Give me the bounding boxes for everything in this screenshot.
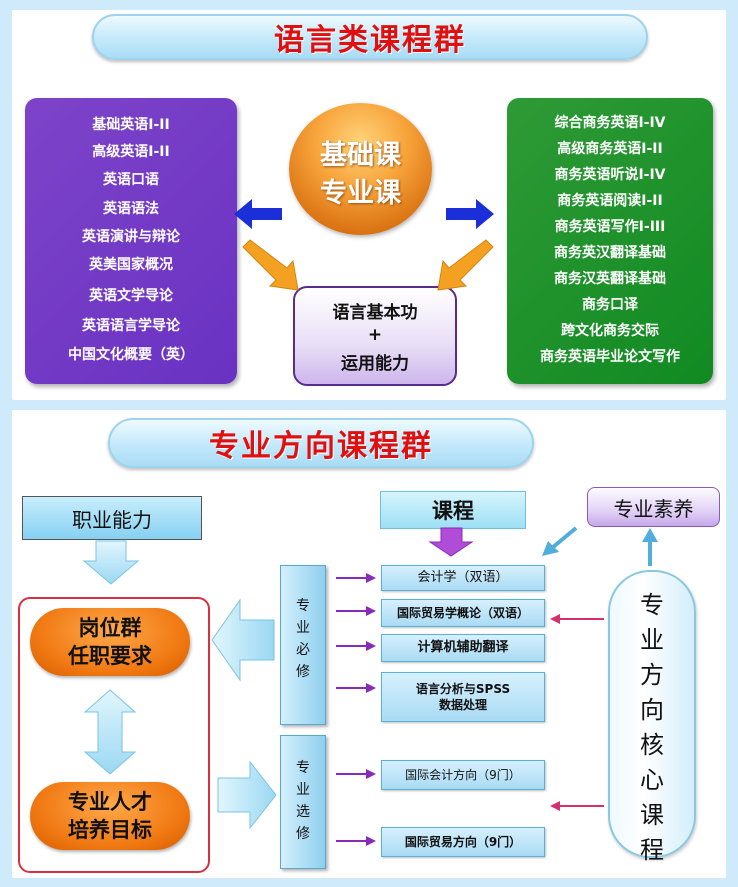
language-course-title: 语言类课程群	[92, 14, 648, 60]
right-big-arrow	[217, 760, 277, 830]
blue-arrow-left	[234, 199, 282, 229]
orange-arrow-left	[242, 239, 299, 291]
left-big-arrow	[211, 598, 275, 682]
talent-line2: 培养目标	[68, 818, 152, 842]
right-course-item: 商务口译	[582, 297, 638, 313]
core-char: 专	[640, 591, 664, 619]
left-course-item: 英语文学导论	[89, 288, 173, 304]
core-char: 课	[640, 801, 664, 829]
right-course-item: 商务汉英翻译基础	[554, 271, 666, 287]
language-course-title-text: 语言类课程群	[274, 23, 466, 58]
course-trade: 国际贸易学概论（双语）	[381, 599, 545, 627]
left-course-item: 英语语法	[103, 201, 159, 217]
talent-goal-oval: 专业人才 培养目标	[30, 782, 190, 850]
job-requirement-oval: 岗位群 任职要求	[30, 608, 190, 676]
orb-line1: 基础课	[320, 140, 401, 171]
core-char: 程	[640, 836, 664, 864]
center-plus: +	[367, 325, 383, 345]
career-ability-box: 职业能力	[22, 496, 202, 540]
course-label-text: 课程	[432, 499, 474, 523]
blue-arrow-right	[446, 199, 494, 229]
career-ability-text: 职业能力	[72, 507, 152, 532]
required-courses-bar: 专 业 必 修	[280, 565, 326, 725]
course-label-box: 课程	[380, 491, 526, 529]
core-char: 心	[640, 766, 664, 794]
right-course-item: 商务英汉翻译基础	[554, 245, 666, 261]
left-course-item: 基础英语I-II	[92, 117, 170, 133]
job-req-line1: 岗位群	[78, 616, 142, 640]
professional-course-title: 专业方向课程群	[108, 418, 534, 468]
elective-char: 选	[296, 804, 310, 820]
left-course-item: 高级英语I-II	[92, 144, 170, 160]
course-intl-accounting: 国际会计方向（9门）	[381, 760, 545, 790]
course-accounting-text: 会计学（双语）	[417, 570, 509, 585]
left-course-item: 英语口语	[103, 172, 159, 188]
core-chars: 专 业 方 向 核 心 课 程	[610, 588, 694, 868]
right-course-item: 商务英语阅读I-II	[557, 193, 663, 209]
course-cat: 计算机辅助翻译	[381, 634, 545, 662]
core-char: 方	[640, 661, 664, 689]
orange-arrow-right	[437, 239, 494, 291]
course-intl-trade: 国际贸易方向（9门）	[381, 827, 545, 857]
right-course-item: 跨文化商务交际	[561, 323, 659, 339]
right-course-item: 商务英语毕业论文写作	[540, 349, 680, 365]
left-course-item: 英语演讲与辩论	[82, 229, 180, 245]
right-course-item: 高级商务英语I-II	[557, 141, 663, 157]
core-char: 向	[640, 696, 664, 724]
business-courses-box: 综合商务英语I-IV 高级商务英语I-II 商务英语听说I-IV 商务英语阅读I…	[507, 98, 713, 384]
purple-arrows	[336, 573, 376, 846]
talent-line1: 专业人才	[68, 790, 152, 814]
center-line2: 运用能力	[341, 354, 409, 374]
course-intl-trade-text: 国际贸易方向（9门）	[404, 835, 522, 849]
basic-professional-orb: 基础课 专业课	[289, 103, 432, 235]
left-course-item: 英美国家概况	[89, 257, 173, 273]
course-intl-accounting-text: 国际会计方向（9门）	[405, 768, 521, 782]
elective-char: 修	[296, 826, 310, 842]
career-down-arrow	[82, 540, 140, 585]
elective-courses-bar: 专 业 选 修	[280, 735, 326, 869]
core-char: 核	[640, 731, 664, 759]
basic-courses-box: 基础英语I-II 高级英语I-II 英语口语 英语语法 英语演讲与辩论 英美国家…	[25, 98, 237, 384]
quality-arrows	[542, 526, 658, 566]
language-skill-box: 语言基本功 + 运用能力	[293, 286, 457, 386]
required-char: 专	[296, 598, 310, 614]
right-course-item: 商务英语写作I-III	[554, 219, 666, 235]
course-accounting: 会计学（双语）	[381, 565, 545, 591]
course-spss-line2: 数据处理	[438, 698, 487, 712]
pink-arrows	[550, 614, 604, 811]
course-down-arrow	[428, 527, 474, 557]
right-course-item: 综合商务英语I-IV	[554, 115, 666, 131]
professional-course-title-text: 专业方向课程群	[209, 429, 433, 464]
core-courses-pill: 专 业 方 向 核 心 课 程	[608, 570, 696, 864]
elective-char: 专	[296, 760, 310, 776]
course-cat-text: 计算机辅助翻译	[417, 640, 509, 655]
elective-char: 业	[296, 782, 310, 798]
center-line1: 语言基本功	[332, 303, 418, 323]
course-spss: 语言分析与SPSS 数据处理	[381, 672, 545, 722]
double-vertical-arrow	[83, 689, 137, 775]
left-course-item: 中国文化概要（英）	[68, 347, 194, 363]
left-course-item: 英语语言学导论	[82, 318, 180, 334]
course-trade-text: 国际贸易学概论（双语）	[396, 606, 529, 620]
professional-quality-text: 专业素养	[613, 496, 694, 521]
orb-line2: 专业课	[320, 178, 401, 209]
right-course-item: 商务英语听说I-IV	[554, 167, 666, 183]
job-req-line2: 任职要求	[68, 644, 152, 668]
required-char: 业	[296, 620, 310, 636]
required-char: 必	[296, 642, 310, 658]
core-char: 业	[640, 626, 664, 654]
required-char: 修	[296, 664, 310, 680]
course-spss-line1: 语言分析与SPSS	[415, 682, 511, 696]
professional-quality-box: 专业素养	[587, 487, 720, 527]
